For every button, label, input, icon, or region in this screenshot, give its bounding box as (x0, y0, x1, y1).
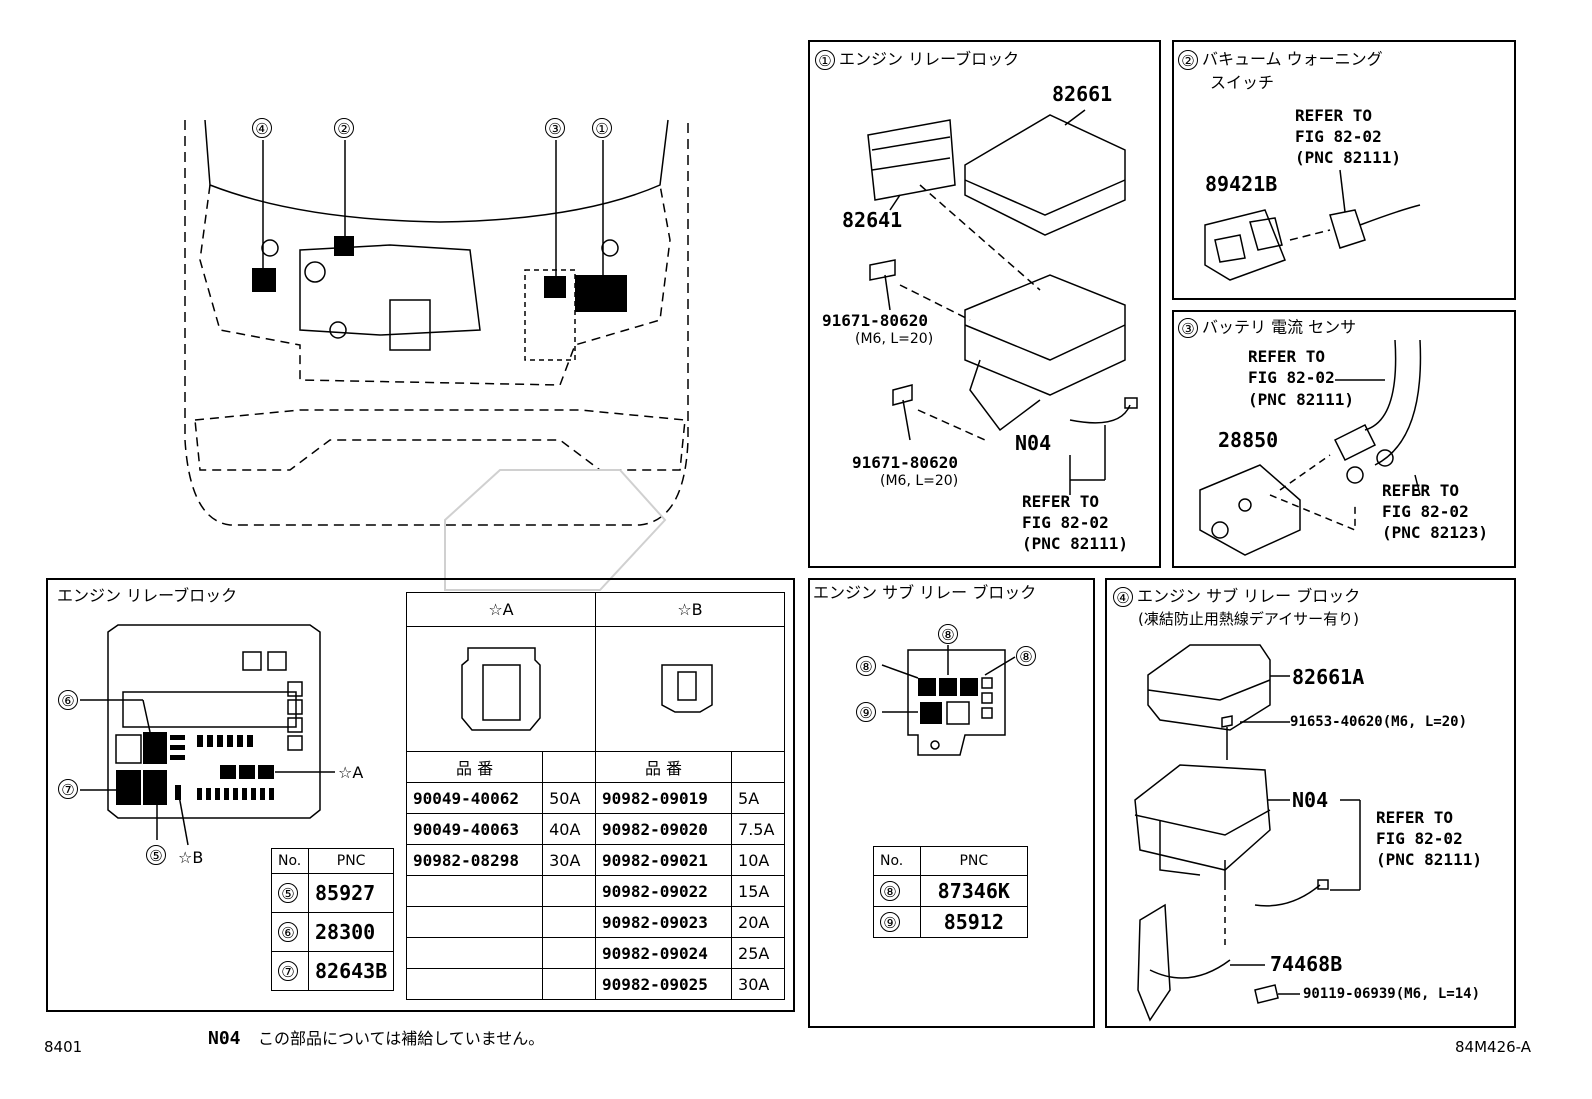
fuse-head-b: ☆B (594, 592, 786, 627)
overview-callout-2: ② (334, 118, 358, 138)
refer-line-1: REFER TO (1022, 492, 1100, 511)
pnc-header-no: No. (271, 848, 309, 874)
part-82641: 82641 (842, 208, 903, 232)
hinban-b: 品 番 (594, 751, 733, 783)
p2-refer-3: (PNC 82111) (1295, 148, 1401, 167)
overview-callout-3: ③ (545, 118, 569, 138)
part-89421b: 89421B (1205, 172, 1278, 196)
overview-callout-1: ① (592, 118, 616, 138)
sub-pnc-header-no: No. (873, 846, 921, 876)
footer-right-code: 84M426-A (1455, 1038, 1532, 1056)
star-b-pointer: ☆B (178, 848, 204, 867)
sub-pnc-header-pnc: PNC (919, 846, 1029, 876)
bolt2-part: 91671-80620 (852, 453, 958, 472)
pnc-header-pnc: PNC (307, 848, 395, 874)
panel-relay-block-detail (46, 578, 795, 1012)
fuse-head-a: ☆A (406, 592, 596, 627)
p3-refer1-3: (PNC 82111) (1248, 390, 1354, 409)
bolt1-part: 91671-80620 (822, 311, 928, 330)
p4-refer-1: REFER TO (1376, 808, 1454, 827)
sub-relay-title: エンジン サブ リレー ブロック (813, 583, 1037, 602)
panel-engine-sub-relay-block (808, 578, 1095, 1028)
part-74468b: 74468B (1270, 952, 1343, 976)
refer-line-2: FIG 82-02 (1022, 513, 1109, 532)
refer-line-3: (PNC 82111) (1022, 534, 1128, 553)
bolt2-spec: (M6, L=20) (880, 473, 959, 489)
p3-refer1-2: FIG 82-02 (1248, 368, 1335, 387)
overview-callout-4: ④ (252, 118, 276, 138)
panel4-subtitle: (凍結防止用熱線デアイサー有り) (1138, 610, 1359, 628)
footer-note-code: N04 (208, 1028, 241, 1049)
p3-refer2-1: REFER TO (1382, 481, 1460, 500)
p2-refer-2: FIG 82-02 (1295, 127, 1382, 146)
footer-left-code: 8401 (44, 1038, 83, 1056)
panel2-title-2: スイッチ (1210, 73, 1275, 92)
callout-7: ⑦ (58, 779, 82, 799)
p3-refer2-3: (PNC 82123) (1382, 523, 1488, 542)
callout-8-left: ⑧ (856, 656, 880, 676)
p4-screw: 90119-06939(M6, L=14) (1303, 986, 1481, 1002)
panel-battery-current-sensor (1172, 310, 1516, 568)
p3-refer1-1: REFER TO (1248, 347, 1326, 366)
relay-detail-title: エンジン リレーブロック (57, 586, 238, 605)
hinban-a: 品 番 (405, 751, 544, 783)
n04-label: N04 (1015, 431, 1052, 455)
callout-8-right: ⑧ (1016, 646, 1040, 666)
p4-refer-2: FIG 82-02 (1376, 829, 1463, 848)
part-82661a: 82661A (1292, 665, 1365, 689)
callout-8-top: ⑧ (938, 624, 962, 644)
callout-5: ⑤ (146, 845, 170, 865)
panel-engine-relay-block (808, 40, 1161, 568)
p4-refer-3: (PNC 82111) (1376, 850, 1482, 869)
p2-refer-1: REFER TO (1295, 106, 1373, 125)
callout-6: ⑥ (58, 690, 82, 710)
footer-note: この部品については補給していません。 (258, 1029, 545, 1048)
star-a-pointer: ☆A (338, 763, 364, 782)
p3-refer2-2: FIG 82-02 (1382, 502, 1469, 521)
p4-n04: N04 (1292, 788, 1329, 812)
panel-engine-sub-relay-block-deicer (1105, 578, 1516, 1028)
callout-9: ⑨ (856, 702, 880, 722)
part-28850: 28850 (1218, 428, 1279, 452)
bolt1-spec: (M6, L=20) (855, 331, 934, 347)
panel-vacuum-warning-switch (1172, 40, 1516, 300)
part-82661: 82661 (1052, 82, 1113, 106)
p4-bolt: 91653-40620(M6, L=20) (1290, 714, 1468, 730)
